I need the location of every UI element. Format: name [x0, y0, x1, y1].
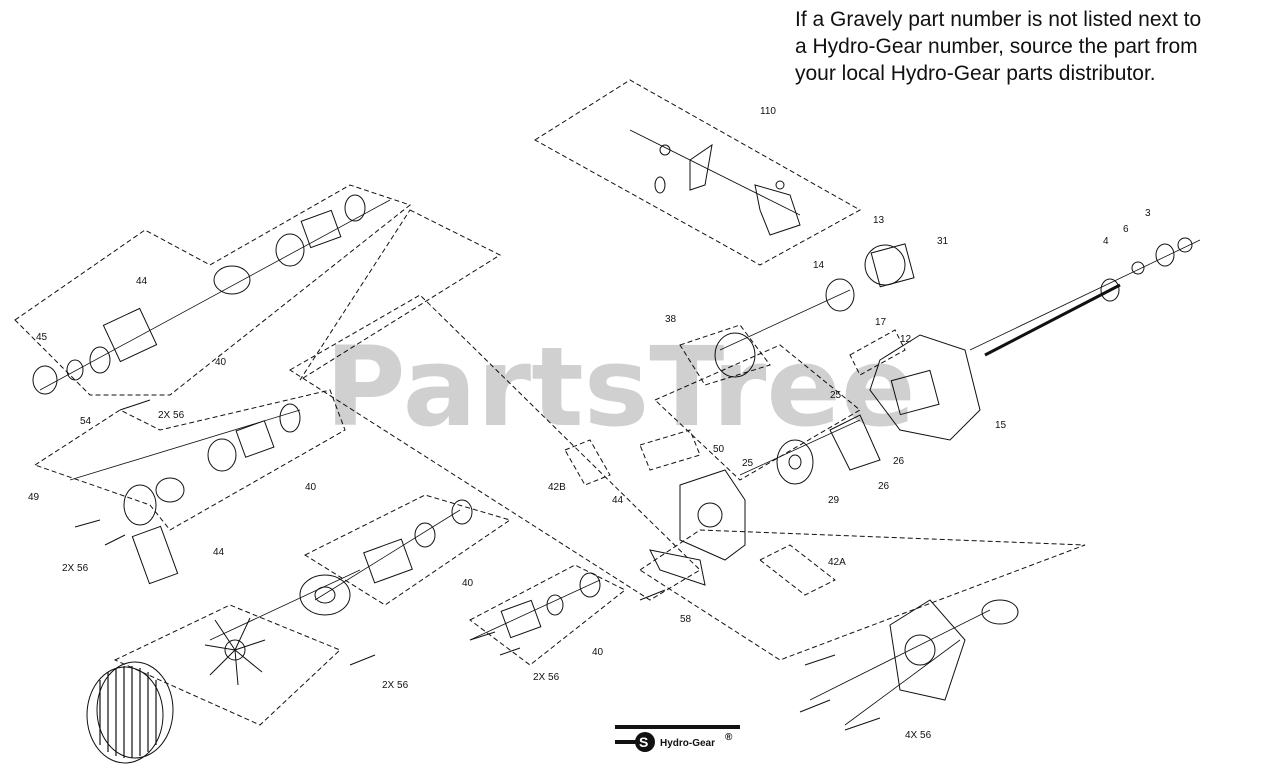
callout-49: 49 — [28, 492, 40, 503]
fan-guard — [86, 661, 174, 764]
hydro-gear-logo: S Hydro-Gear ® — [615, 725, 740, 752]
bolts — [74, 399, 881, 731]
callout-4: 4 — [1103, 236, 1109, 247]
callout-42b: 42B — [548, 482, 566, 493]
callout-44top: 44 — [136, 276, 148, 287]
left-middle-assembly — [123, 403, 301, 585]
callout-40b: 40 — [305, 482, 317, 493]
center-section — [649, 439, 814, 586]
callout-42a: 42A — [828, 557, 846, 568]
callout-14: 14 — [813, 260, 825, 271]
callout-110: 110 — [760, 106, 776, 117]
hydro-gear-s-mark: S — [639, 734, 648, 750]
callout-13: 13 — [873, 215, 885, 226]
callout-44b: 44 — [213, 547, 225, 558]
control-linkage — [654, 143, 801, 236]
callout-54: 54 — [80, 416, 92, 427]
logo-text: Hydro-Gear — [660, 738, 715, 749]
callout-2x56c: 2X 56 — [382, 680, 409, 691]
callout-38: 38 — [665, 314, 677, 325]
callout-26b: 26 — [878, 481, 890, 492]
center-assemblies — [363, 499, 601, 639]
callout-4x56: 4X 56 — [905, 730, 932, 741]
end-cover-plate — [889, 599, 1019, 701]
callout-50: 50 — [713, 444, 725, 455]
callout-labels: 110 13 14 31 3 4 6 17 38 12 25 15 26 26 … — [28, 106, 1151, 741]
callout-40e: 40 — [592, 647, 604, 658]
distributor-note: If a Gravely part number is not listed n… — [795, 8, 1202, 85]
group-outlines — [14, 79, 1086, 726]
callout-3: 3 — [1145, 208, 1151, 219]
callout-26a: 26 — [893, 456, 905, 467]
left-upper-assembly — [32, 194, 366, 395]
watermark: PartsTree — [325, 323, 916, 451]
callout-15: 15 — [995, 420, 1007, 431]
callout-40d: 40 — [462, 578, 474, 589]
callout-25b: 25 — [742, 458, 754, 469]
callout-2x56a: 2X 56 — [158, 410, 185, 421]
callout-40a: 40 — [215, 357, 227, 368]
right-housing — [714, 237, 1193, 471]
callout-31: 31 — [937, 236, 949, 247]
hub-plate — [299, 574, 351, 616]
cooling-fan — [204, 617, 266, 686]
callout-25a: 25 — [830, 390, 842, 401]
callout-44a: 44 — [612, 495, 624, 506]
callout-29: 29 — [828, 495, 840, 506]
callout-12: 12 — [900, 334, 912, 345]
callout-58a: 58 — [680, 614, 692, 625]
logo-registered: ® — [725, 732, 733, 743]
callout-2x56d: 2X 56 — [533, 672, 560, 683]
callout-2x56b: 2X 56 — [62, 563, 89, 574]
callout-17: 17 — [875, 317, 887, 328]
callout-6: 6 — [1123, 224, 1129, 235]
callout-45: 45 — [36, 332, 48, 343]
